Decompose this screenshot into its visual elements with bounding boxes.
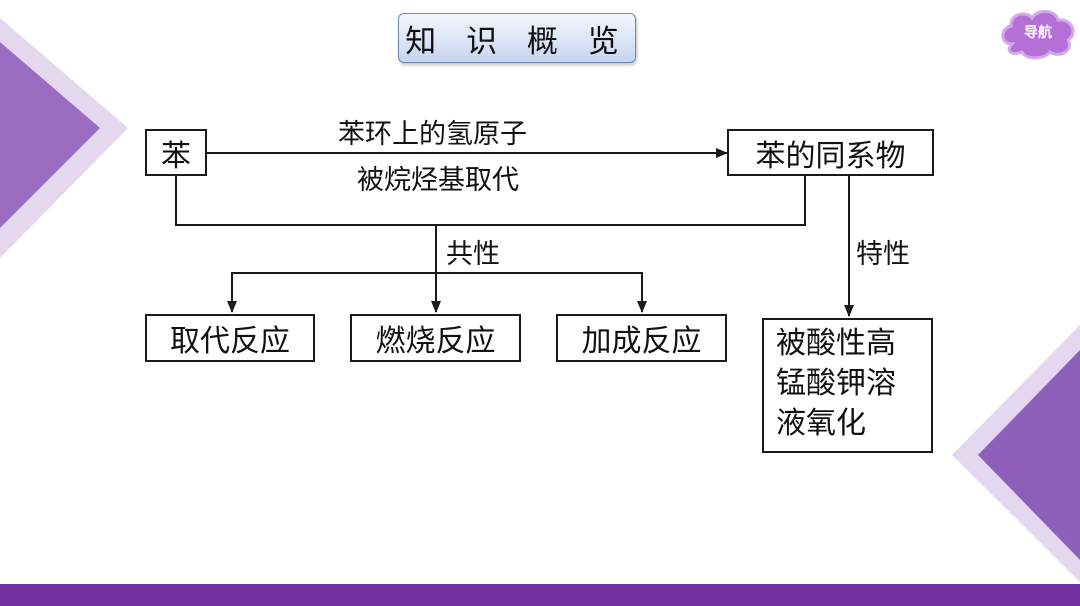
page-title: 知 识 概 览 — [398, 13, 636, 63]
node-benzene: 苯 — [145, 129, 207, 176]
label-common: 共性 — [446, 239, 500, 270]
common-bracket — [175, 176, 806, 226]
right-triangle-inner — [978, 350, 1080, 560]
bottom-accent-bar — [0, 584, 1080, 606]
oxidation-line-3: 液氧化 — [776, 406, 866, 441]
nav-label: 导航 — [1024, 25, 1052, 41]
node-oxidation: 被酸性高 锰酸钾溶 液氧化 — [762, 318, 933, 453]
oxidation-line-1: 被酸性高 — [776, 326, 896, 361]
nav-button[interactable]: 导航 — [998, 4, 1078, 60]
label-substitution-line2: 被烷烃基取代 — [357, 165, 519, 196]
left-triangle-inner — [0, 42, 100, 228]
node-combustion-reaction: 燃烧反应 — [350, 314, 521, 362]
common-branch — [231, 272, 643, 312]
node-addition-reaction: 加成反应 — [556, 314, 727, 362]
node-substitution-reaction: 取代反应 — [145, 314, 315, 362]
label-substitution-line1: 苯环上的氢原子 — [338, 119, 527, 150]
cloud-icon — [1001, 10, 1075, 60]
label-special: 特性 — [856, 239, 910, 270]
node-benzene-homologs: 苯的同系物 — [727, 129, 934, 176]
oxidation-line-2: 锰酸钾溶 — [776, 366, 896, 401]
